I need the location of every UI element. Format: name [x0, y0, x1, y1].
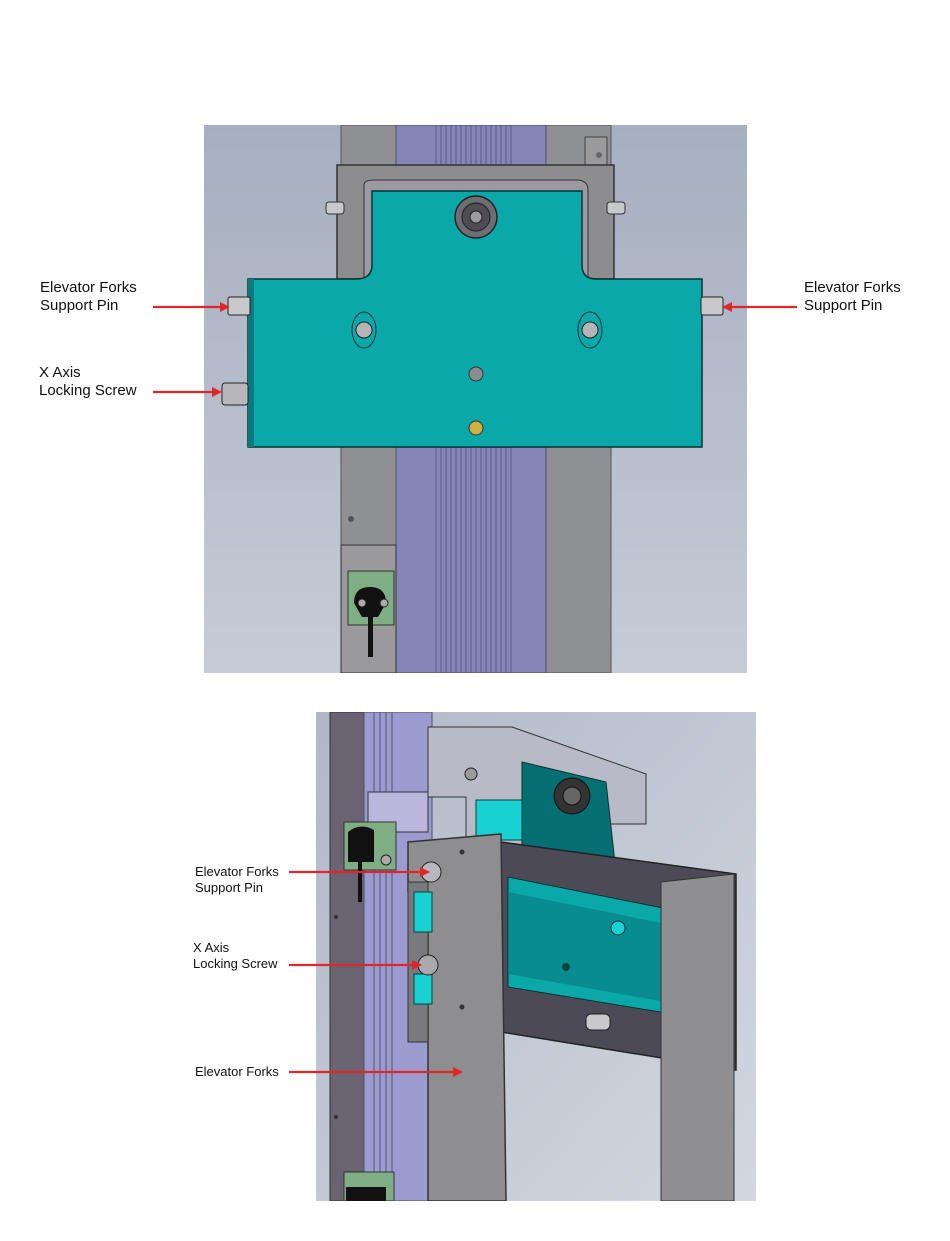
callout-arrows: [0, 0, 950, 1241]
